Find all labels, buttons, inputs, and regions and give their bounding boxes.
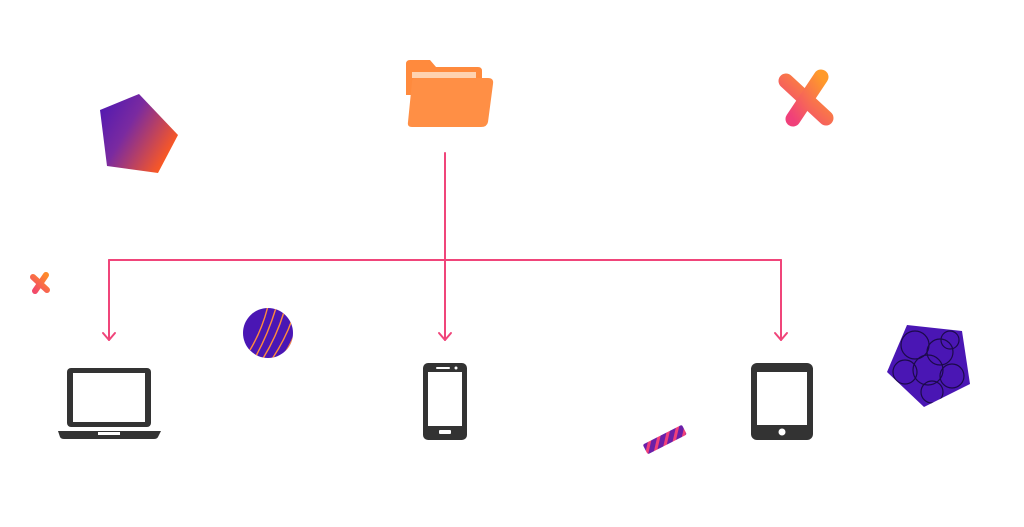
connector-lines: [102, 152, 788, 341]
decor-cross-small: [30, 272, 50, 294]
arrowhead-phone: [438, 332, 452, 341]
decor-pentagon-gradient: [100, 94, 178, 173]
decor-cross-large: [778, 69, 834, 127]
folder-icon: [406, 60, 494, 127]
decor-striped-circle: [243, 308, 293, 358]
decor-striped-stick: [643, 425, 687, 454]
decor-pentagon-swirl: [887, 325, 970, 407]
tablet-icon: [751, 363, 813, 440]
arrowhead-tablet: [774, 332, 788, 341]
smartphone-icon: [423, 363, 467, 440]
arrowhead-laptop: [102, 332, 116, 341]
laptop-icon: [58, 368, 161, 439]
